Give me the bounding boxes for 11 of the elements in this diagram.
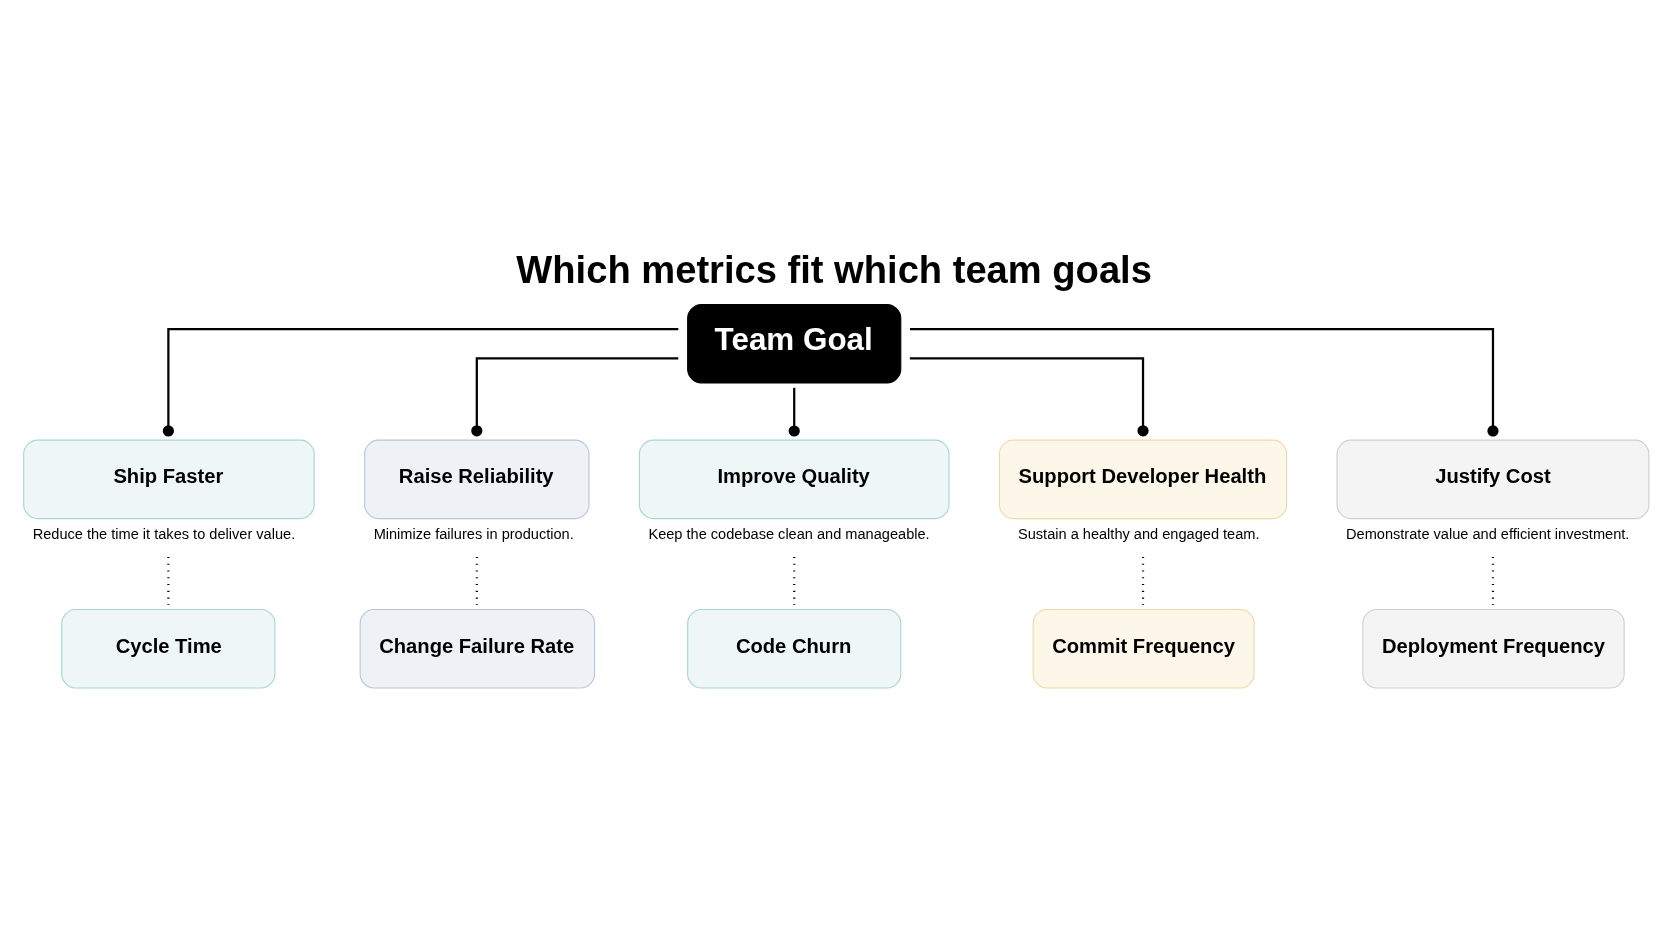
node-label: Sustain a healthy and engaged team.	[1017, 525, 1260, 542]
connector	[162, 327, 679, 437]
connector	[471, 356, 679, 436]
connector	[910, 327, 1499, 437]
connector	[788, 387, 800, 437]
node-label: Minimize failures in production.	[373, 525, 574, 542]
node-label: Reduce the time it takes to deliver value.	[32, 525, 296, 542]
connector	[909, 356, 1149, 436]
diagram-title: Which metrics fit which team goals	[516, 247, 1152, 291]
node-label: Keep the codebase clean and manageable.	[648, 525, 930, 542]
node-label: Demonstrate value and efficient investment.	[1346, 525, 1630, 542]
